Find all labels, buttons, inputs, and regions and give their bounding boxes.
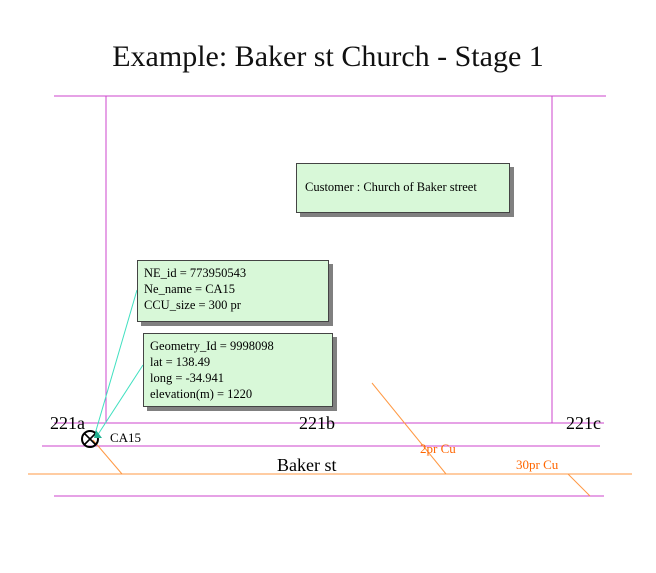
lat-text: lat = 138.49 bbox=[150, 355, 211, 369]
page-title: Example: Baker st Church - Stage 1 bbox=[112, 40, 544, 73]
customer-note[interactable]: Customer : Church of Baker street bbox=[296, 163, 510, 213]
long-text: long = -34.941 bbox=[150, 371, 225, 385]
lot-label-221b: 221b bbox=[299, 413, 335, 433]
leader-arrowhead-icon bbox=[94, 430, 102, 438]
device-label: CA15 bbox=[110, 430, 142, 445]
customer-note-text: Customer : Church of Baker street bbox=[305, 180, 477, 194]
cable-label-2pr: 2pr Cu bbox=[420, 441, 456, 456]
elevation-text: elevation(m) = 1220 bbox=[150, 387, 253, 401]
ne-name-text: Ne_name = CA15 bbox=[144, 282, 236, 296]
cable-2pr-line bbox=[371, 382, 447, 475]
lot-label-221c: 221c bbox=[566, 413, 601, 433]
device-symbol-icon[interactable] bbox=[81, 430, 99, 448]
cable-drop-device bbox=[92, 439, 123, 475]
ne-id-text: NE_id = 773950543 bbox=[144, 266, 247, 280]
geometry-id-text: Geometry_Id = 9998098 bbox=[150, 339, 274, 353]
leader-geometry-info bbox=[96, 364, 144, 437]
geometry-info-note[interactable]: Geometry_Id = 9998098 lat = 138.49 long … bbox=[143, 333, 333, 407]
cable-label-30pr: 30pr Cu bbox=[516, 457, 559, 472]
ne-info-note[interactable]: NE_id = 773950543 Ne_name = CA15 CCU_siz… bbox=[137, 260, 329, 322]
lot-label-221a: 221a bbox=[50, 413, 85, 433]
ccu-size-text: CCU_size = 300 pr bbox=[144, 298, 241, 312]
street-label: Baker st bbox=[277, 455, 337, 475]
leader-ne-info bbox=[94, 289, 138, 435]
cable-30pr-line bbox=[567, 473, 591, 497]
